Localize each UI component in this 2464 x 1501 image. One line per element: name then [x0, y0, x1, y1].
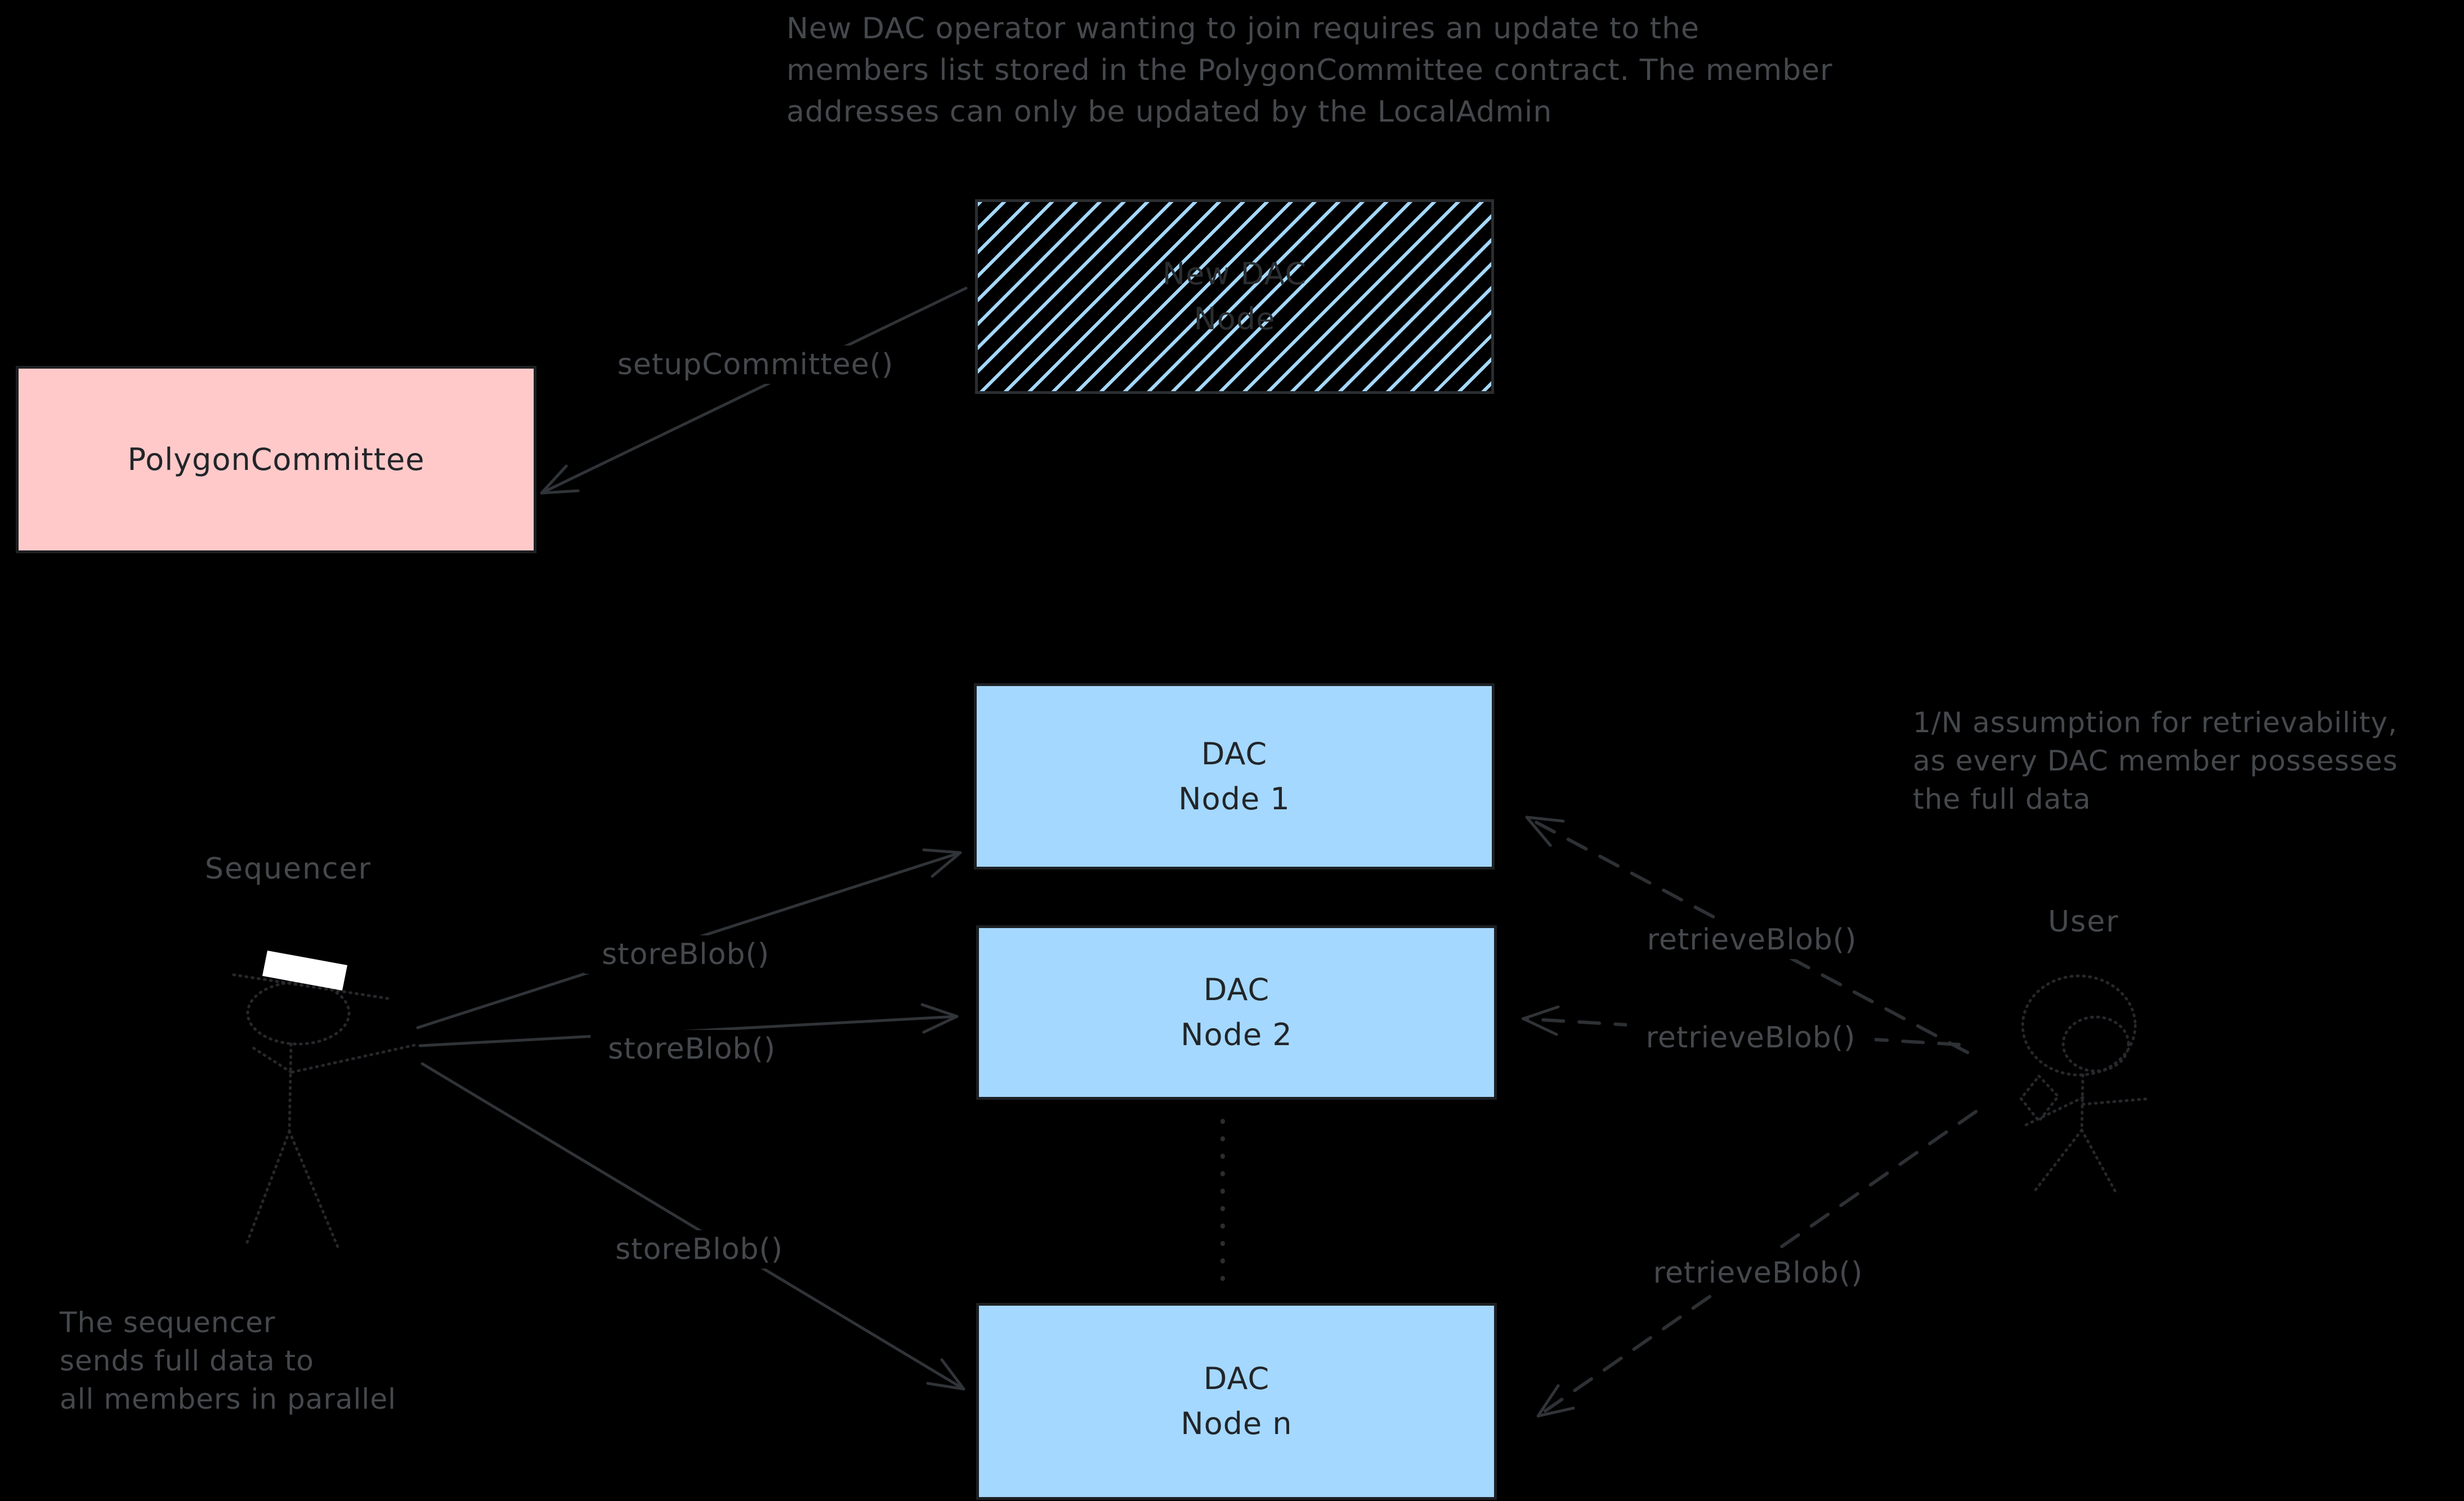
dac-node-1-box: DAC Node 1 — [974, 683, 1495, 870]
store-blob-arrow-noden — [421, 1062, 965, 1391]
polygon-committee-box: PolygonCommittee — [16, 366, 536, 553]
dac-node-2-label: DAC Node 2 — [1180, 972, 1293, 1052]
sequencer-label: Sequencer — [205, 852, 372, 886]
user-figure-icon — [2019, 974, 2152, 1193]
setup-committee-edge-label: setupCommittee() — [606, 346, 905, 384]
new-dac-node-label: New DAC Node — [1162, 256, 1307, 337]
admin-note: New DAC operator wanting to join require… — [786, 12, 1833, 129]
retrieve-blob-edge-label-3: retrieveBlob() — [1634, 1254, 1882, 1292]
dac-node-n-label: DAC Node n — [1180, 1361, 1293, 1441]
dac-node-2-box: DAC Node 2 — [976, 925, 1497, 1100]
setup-committee-arrow — [540, 286, 968, 495]
dac-node-n-box: DAC Node n — [976, 1303, 1497, 1500]
user-label: User — [2048, 905, 2119, 939]
sequencer-note: The sequencer sends full data to all mem… — [60, 1306, 396, 1415]
retrieve-blob-edge-label-1: retrieveBlob() — [1628, 921, 1876, 959]
sequencer-figure-icon — [232, 951, 419, 1250]
retrieve-blob-arrow-node1 — [1525, 816, 1969, 1054]
store-blob-edge-label-2: storeBlob() — [591, 1030, 793, 1068]
dac-node-1-label: DAC Node 1 — [1178, 736, 1290, 817]
polygon-committee-label: PolygonCommittee — [127, 441, 425, 477]
store-blob-edge-label-3: storeBlob() — [598, 1230, 801, 1269]
new-dac-node-box: New DAC Node — [975, 199, 1494, 394]
retrieve-blob-edge-label-2: retrieveBlob() — [1627, 1019, 1875, 1057]
retrievability-note: 1/N assumption for retrievability, as ev… — [1913, 706, 2398, 816]
sequencer-hat-icon — [262, 951, 347, 991]
store-blob-edge-label-1: storeBlob() — [584, 935, 787, 974]
